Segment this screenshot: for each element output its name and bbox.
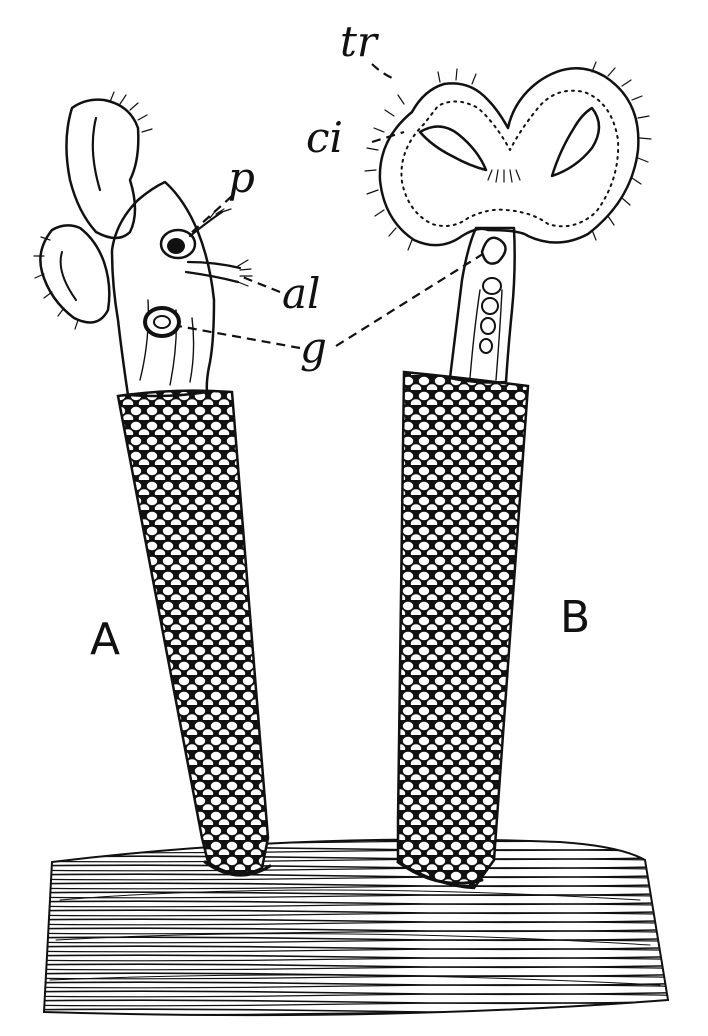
leader-al xyxy=(239,274,281,294)
label-tr: tr xyxy=(340,17,380,66)
antenna-al xyxy=(184,259,253,287)
corona-b-inner-loop-right xyxy=(550,106,601,178)
gizzard-a xyxy=(143,306,181,338)
label-p: p xyxy=(228,153,255,202)
label-al: al xyxy=(282,269,320,318)
corona-b-inner-loop-left xyxy=(418,125,488,172)
leader-lines xyxy=(177,63,487,350)
corona-b xyxy=(364,61,652,251)
corona-lobe-a-lower xyxy=(39,224,111,324)
corona-lobe-a-upper xyxy=(65,98,140,240)
leader-ci xyxy=(371,130,405,144)
leader-g-b xyxy=(335,251,487,347)
plant-stem-substrate xyxy=(42,838,670,1017)
body-b xyxy=(448,226,516,384)
label-g: g xyxy=(300,323,327,372)
specimen-b xyxy=(364,61,652,890)
tube-b xyxy=(396,370,530,890)
specimen-a xyxy=(33,91,272,877)
tube-a xyxy=(116,389,270,875)
leader-p xyxy=(189,195,233,235)
leader-tr xyxy=(371,63,393,79)
body-a xyxy=(110,180,216,398)
label-a: A xyxy=(90,614,120,665)
palp-p xyxy=(159,208,232,260)
label-b: B xyxy=(560,592,590,643)
internal-organs-b xyxy=(479,236,507,354)
leader-g-a xyxy=(177,324,301,350)
label-ci: ci xyxy=(306,113,343,162)
labels: tr ci p al g A B xyxy=(90,17,590,665)
